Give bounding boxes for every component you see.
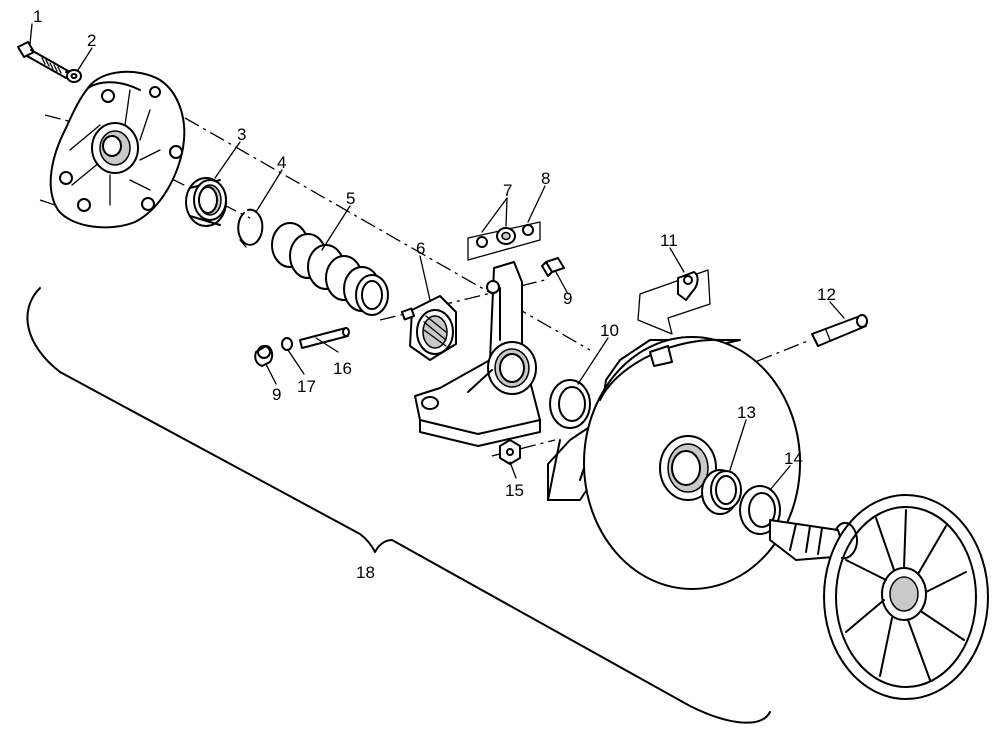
part-5-spring — [271, 222, 389, 316]
callout-17: 17 — [297, 377, 316, 396]
spider-arm-bracket — [414, 261, 541, 447]
callout-13: 13 — [737, 403, 756, 422]
moveable-sheave — [547, 336, 801, 590]
callout-12: 12 — [817, 285, 836, 304]
part-1-bolt — [17, 41, 71, 79]
fixed-sheave — [769, 494, 989, 700]
part-3-bushing — [185, 177, 227, 227]
assembly-bracket-18 — [26, 287, 771, 724]
callout-7: 7 — [503, 181, 512, 200]
callout-14: 14 — [784, 449, 803, 468]
callout-1: 1 — [33, 7, 42, 26]
callout-18: 18 — [356, 563, 375, 582]
part-4-snap-ring — [237, 208, 264, 248]
callout-2: 2 — [87, 31, 96, 50]
callout-9-lower: 9 — [272, 385, 281, 404]
part-2-washer — [66, 69, 82, 83]
part-11-weight — [637, 269, 711, 335]
part-12-pin — [811, 314, 868, 347]
callout-5: 5 — [346, 189, 355, 208]
callout-6: 6 — [416, 239, 425, 258]
callout-8: 8 — [541, 169, 550, 188]
part-6-cam — [400, 295, 457, 361]
part-10-washer — [549, 379, 591, 429]
callout-15: 15 — [505, 481, 524, 500]
callout-11: 11 — [660, 231, 678, 250]
part-9-roller-upper — [541, 257, 565, 277]
part-13-bushing — [701, 469, 742, 515]
part-7-8-rollers — [467, 221, 541, 261]
callout-3: 3 — [237, 125, 246, 144]
cover-housing — [49, 70, 186, 229]
part-16-pin — [299, 327, 350, 349]
part-9-cap-lower — [254, 345, 274, 367]
part-15-nut — [499, 439, 521, 465]
part-17-clip — [281, 337, 293, 351]
leader-lines — [29, 23, 845, 491]
callout-9-upper: 9 — [563, 289, 572, 308]
callout-16: 16 — [333, 359, 352, 378]
callout-10: 10 — [600, 321, 619, 340]
callout-4: 4 — [277, 153, 286, 172]
